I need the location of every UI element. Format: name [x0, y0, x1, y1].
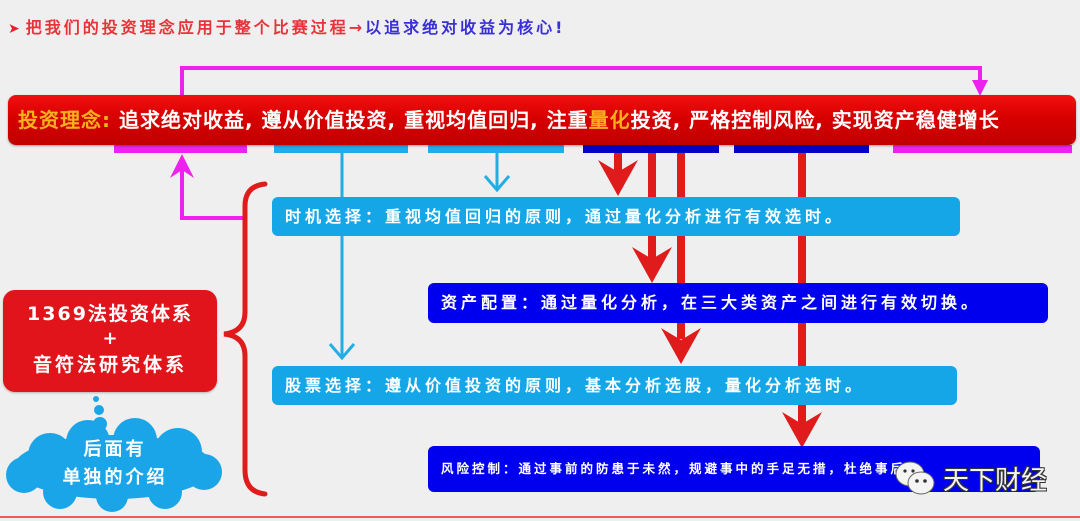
investment-philosophy-banner: 投资理念: 追求绝对收益, 遵从价值投资, 重视均值回归, 注重量化投资, 严格…	[8, 95, 1076, 145]
header-text-red: 把我们的投资理念应用于整个比赛过程→	[25, 18, 366, 37]
system-line-2: 音符法研究体系	[32, 354, 187, 376]
arrow-up-icon	[170, 154, 194, 178]
banner-colon: :	[102, 108, 111, 132]
arrow-down-icon	[661, 328, 701, 364]
step-risk-control: 风险控制：通过事前的防患于未然，规避事中的手足无措，杜绝事后的	[428, 446, 1040, 492]
banner-label: 投资理念	[18, 108, 102, 132]
underline-bar-3	[428, 145, 564, 153]
thought-bubble-small	[93, 396, 99, 402]
header-text-blue: 以追求绝对收益为核心!	[365, 18, 566, 37]
arrow-down-icon	[782, 412, 822, 448]
wechat-icon	[895, 461, 935, 495]
banner-text-after: 投资, 严格控制风险, 实现资产稳健增长	[630, 108, 1000, 132]
arrow-down-icon	[483, 175, 511, 193]
feedback-connector	[180, 168, 244, 220]
step-timing-selection: 时机选择：重视均值回归的原则，通过量化分析进行有效选时。	[272, 197, 960, 236]
system-plus: +	[102, 328, 118, 349]
arrow-down-icon	[598, 160, 638, 196]
thought-bubble-medium	[94, 405, 104, 415]
curly-brace	[223, 181, 268, 497]
underline-bar-6	[893, 145, 1072, 153]
watermark: 天下财经	[893, 458, 1047, 498]
underline-bar-2	[274, 145, 408, 153]
arrow-down-icon	[972, 80, 988, 96]
underline-bar-1	[114, 145, 247, 153]
step-asset-allocation: 资产配置：通过量化分析，在三大类资产之间进行有效切换。	[428, 283, 1048, 323]
header-line: ➤ 把我们的投资理念应用于整个比赛过程→以追求绝对收益为核心!	[8, 14, 565, 42]
watermark-text: 天下财经	[943, 465, 1048, 496]
bottom-divider	[0, 516, 1080, 518]
top-loop-connector	[180, 66, 982, 100]
cloud-line-1: 后面有	[83, 439, 147, 460]
banner-highlight: 量化	[588, 108, 631, 132]
arrow-down-icon	[328, 343, 356, 361]
banner-text-before: 追求绝对收益, 遵从价值投资, 重视均值回归, 注重	[111, 108, 589, 132]
cloud-line-2: 单独的介绍	[62, 467, 168, 488]
step-stock-selection: 股票选择：遵从价值投资的原则，基本分析选股，量化分析选时。	[272, 366, 957, 405]
cloud-shape	[6, 418, 222, 512]
cloud-note: 后面有 单独的介绍	[20, 436, 210, 492]
system-line-1: 1369法投资体系	[27, 303, 193, 325]
arrow-down-icon	[632, 247, 672, 283]
underline-bar-5	[734, 145, 869, 153]
bullet-arrow-icon: ➤	[8, 21, 20, 37]
underline-bar-4	[583, 145, 719, 153]
investment-system-box: 1369法投资体系 + 音符法研究体系	[3, 290, 217, 392]
